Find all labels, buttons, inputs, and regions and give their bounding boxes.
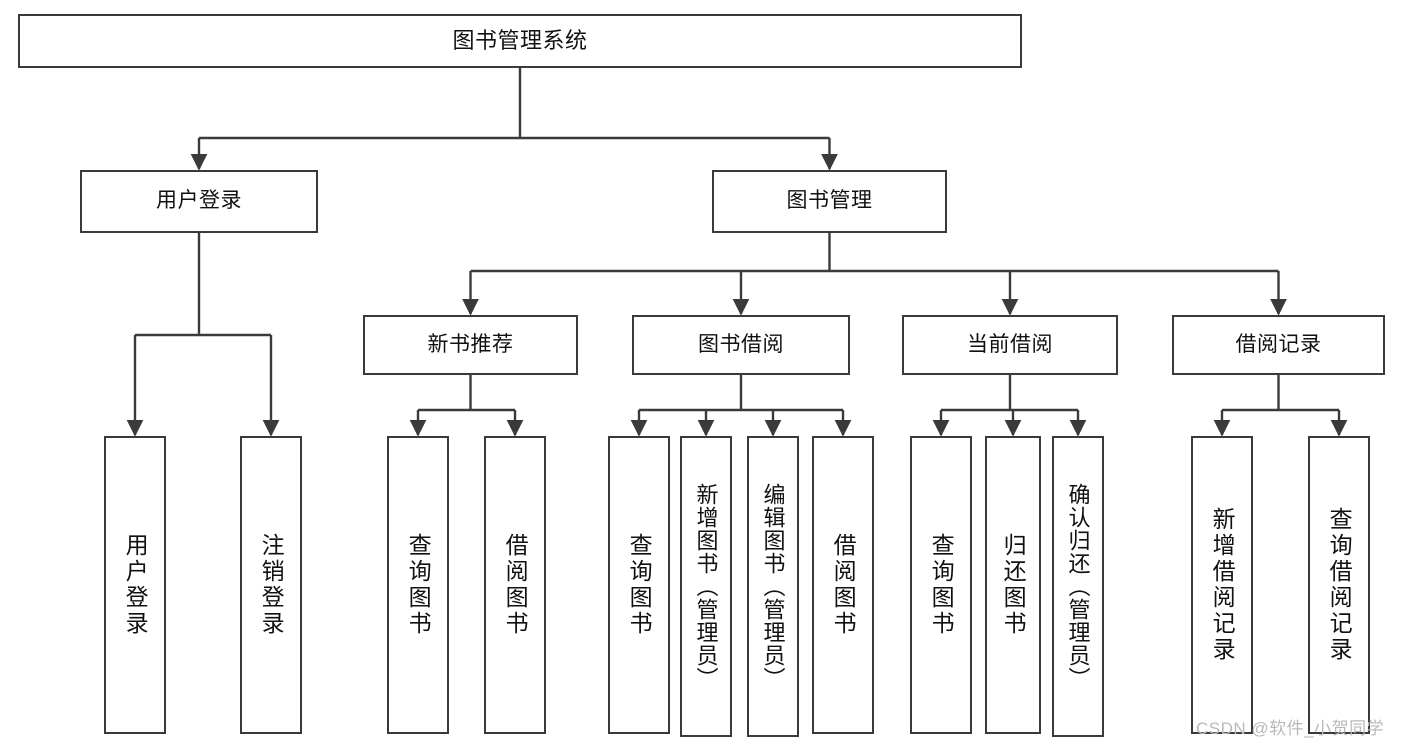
node-leaf-query-book-a[interactable]: 查询图书 <box>387 436 449 734</box>
node-leaf-user-login[interactable]: 用户登录 <box>104 436 166 734</box>
node-leaf-add-record-label: 新增借阅记录 <box>1209 507 1236 663</box>
node-current-borrow[interactable]: 当前借阅 <box>902 315 1118 375</box>
node-book-borrow[interactable]: 图书借阅 <box>632 315 850 375</box>
node-leaf-query-book-b-label: 查询图书 <box>626 533 653 637</box>
node-leaf-query-record-label: 查询借阅记录 <box>1326 507 1353 663</box>
node-leaf-add-book-label: 新增图书（管理员） <box>693 483 719 690</box>
node-leaf-return-book-label: 归还图书 <box>1000 533 1027 637</box>
node-leaf-borrow-book-a[interactable]: 借阅图书 <box>484 436 546 734</box>
node-book-borrow-label: 图书借阅 <box>698 332 784 356</box>
node-leaf-edit-book-label: 编辑图书（管理员） <box>760 483 786 690</box>
node-root-label: 图书管理系统 <box>452 28 588 54</box>
node-user-login-label: 用户登录 <box>156 189 242 213</box>
node-leaf-query-record[interactable]: 查询借阅记录 <box>1308 436 1370 734</box>
node-new-book-recommend[interactable]: 新书推荐 <box>363 315 578 375</box>
node-leaf-borrow-book-a-label: 借阅图书 <box>502 533 529 637</box>
node-leaf-logout-label: 注销登录 <box>258 533 285 637</box>
node-borrow-record-label: 借阅记录 <box>1235 332 1322 356</box>
node-leaf-confirm-return-label: 确认归还（管理员） <box>1065 483 1091 690</box>
node-book-manage-label: 图书管理 <box>786 189 873 213</box>
node-leaf-user-login-label: 用户登录 <box>122 533 149 637</box>
node-borrow-record[interactable]: 借阅记录 <box>1172 315 1385 375</box>
node-root[interactable]: 图书管理系统 <box>18 14 1022 68</box>
node-leaf-edit-book[interactable]: 编辑图书（管理员） <box>747 436 799 737</box>
node-leaf-borrow-book-b[interactable]: 借阅图书 <box>812 436 874 734</box>
node-leaf-query-book-c-label: 查询图书 <box>928 533 955 637</box>
node-leaf-add-record[interactable]: 新增借阅记录 <box>1191 436 1253 734</box>
csdn-watermark: CSDN @软件_小贺同学 <box>1196 719 1385 738</box>
node-leaf-borrow-book-b-label: 借阅图书 <box>830 533 857 637</box>
node-user-login[interactable]: 用户登录 <box>80 170 318 233</box>
node-current-borrow-label: 当前借阅 <box>967 332 1053 356</box>
node-new-book-recommend-label: 新书推荐 <box>427 332 514 356</box>
node-leaf-add-book[interactable]: 新增图书（管理员） <box>680 436 732 737</box>
node-leaf-logout[interactable]: 注销登录 <box>240 436 302 734</box>
node-leaf-query-book-b[interactable]: 查询图书 <box>608 436 670 734</box>
node-book-manage[interactable]: 图书管理 <box>712 170 947 233</box>
node-leaf-query-book-a-label: 查询图书 <box>405 533 432 637</box>
node-leaf-query-book-c[interactable]: 查询图书 <box>910 436 972 734</box>
node-leaf-return-book[interactable]: 归还图书 <box>985 436 1041 734</box>
node-leaf-confirm-return[interactable]: 确认归还（管理员） <box>1052 436 1104 737</box>
